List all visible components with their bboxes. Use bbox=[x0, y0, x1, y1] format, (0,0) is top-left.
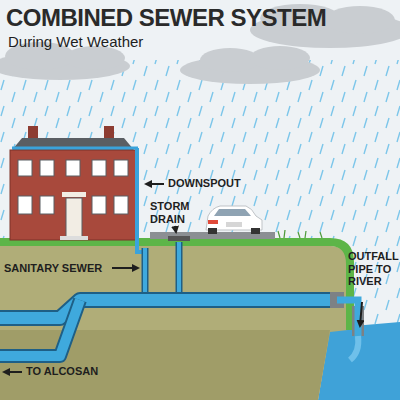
subtitle: During Wet Weather bbox=[8, 33, 208, 50]
diagram-title: COMBINED SEWER SYSTEM bbox=[6, 4, 396, 32]
leader-arrows bbox=[4, 184, 362, 372]
car bbox=[206, 206, 262, 234]
grass-tufts bbox=[278, 230, 322, 238]
callout-label: SANITARY SEWER bbox=[4, 262, 114, 275]
callout-label: STORM DRAIN bbox=[150, 200, 202, 225]
outfall-stream bbox=[350, 336, 358, 360]
callout-label: OUTFALL PIPE TO RIVER bbox=[348, 250, 398, 288]
downspout-pipe bbox=[137, 148, 145, 252]
house bbox=[10, 126, 136, 240]
soil-deep bbox=[0, 330, 330, 400]
soil bbox=[0, 246, 348, 400]
clouds bbox=[0, 4, 400, 84]
grass bbox=[0, 238, 354, 330]
callout-label: TO ALCOSAN bbox=[26, 365, 126, 378]
sewer-pipes bbox=[0, 242, 332, 356]
callout-label: DOWNSPOUT bbox=[168, 177, 258, 190]
storm-drain-grate bbox=[168, 236, 190, 241]
